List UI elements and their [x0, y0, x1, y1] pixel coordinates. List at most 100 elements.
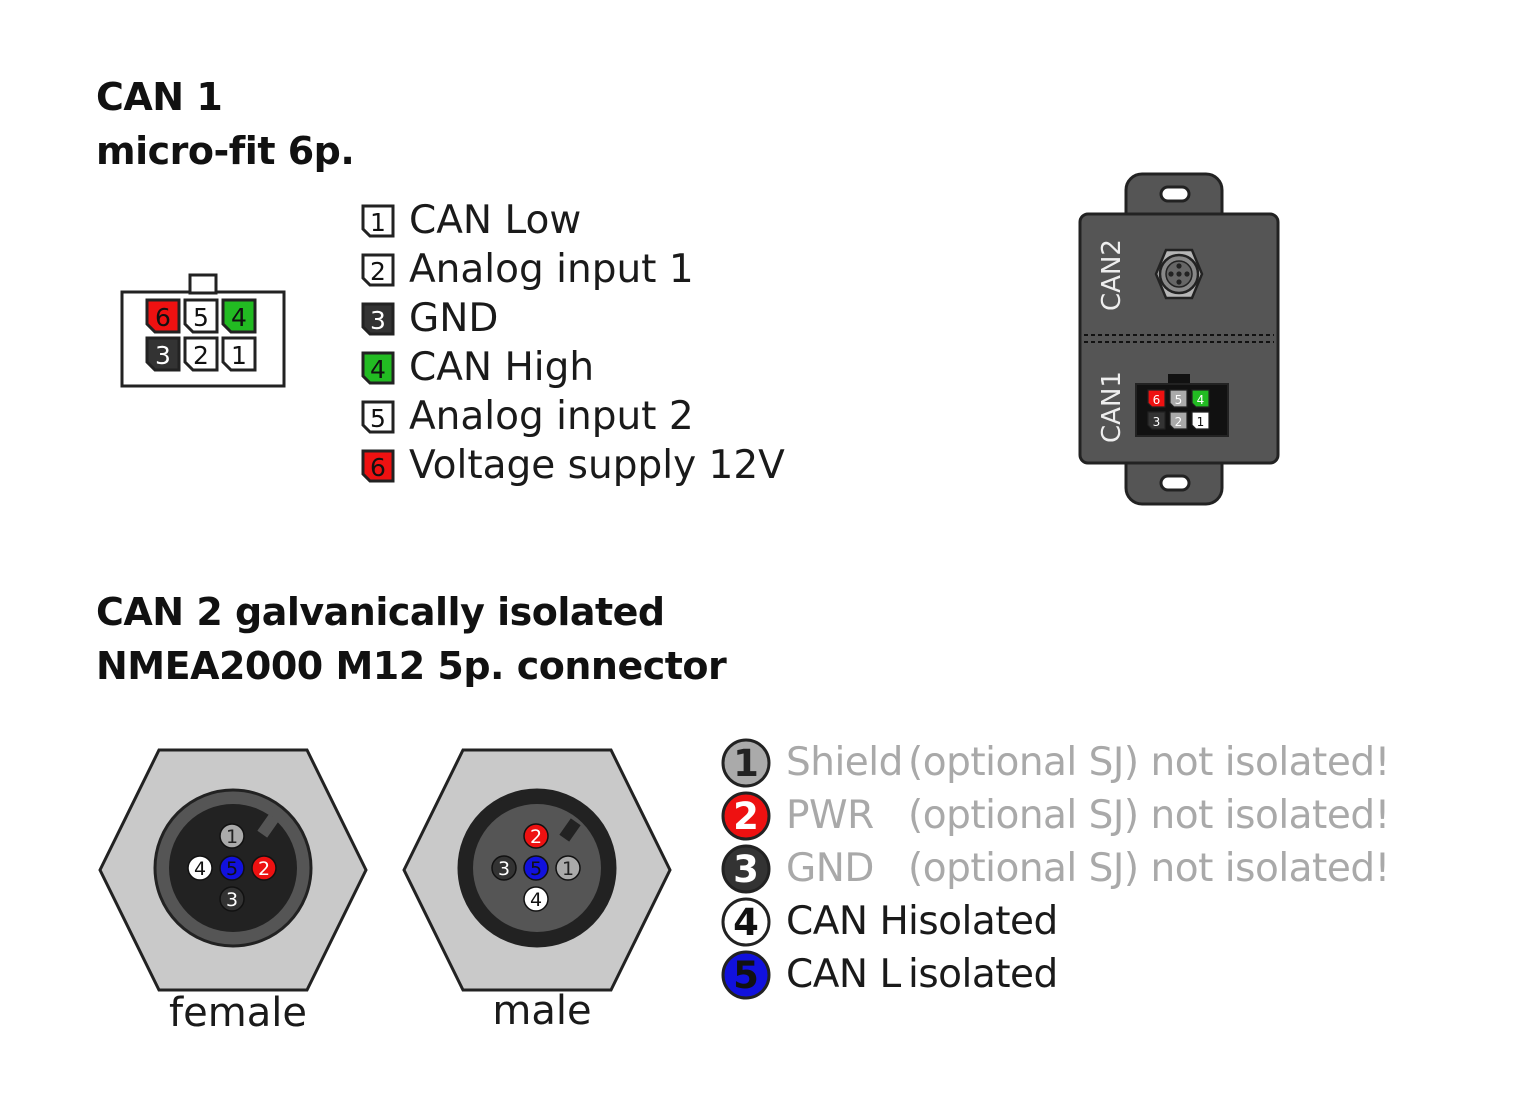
svg-text:6: 6: [1153, 393, 1161, 407]
m12-pin-2-note: (optional SJ) not isolated!: [908, 793, 1390, 838]
female-label: female: [169, 990, 307, 1036]
pin-2-swatch: 2: [361, 253, 395, 286]
male-pins-pin-4: 4: [523, 886, 549, 912]
svg-text:3: 3: [498, 858, 510, 880]
microfit-cell-2: 2: [183, 336, 219, 372]
svg-text:4: 4: [231, 303, 247, 332]
device-m12-pin: [1176, 279, 1182, 285]
m12-pin-2-swatch: 2: [721, 791, 771, 840]
svg-text:5: 5: [370, 404, 386, 433]
m12-pin-1-note: (optional SJ) not isolated!: [908, 740, 1390, 785]
can2-legend-row-3: 3 GND (optional SJ) not isolated!: [720, 842, 1420, 895]
m12-pin-3-name: GND: [786, 846, 874, 891]
svg-text:2: 2: [370, 257, 386, 286]
svg-text:4: 4: [530, 889, 542, 911]
pin-2-label: Analog input 1: [409, 247, 694, 292]
svg-text:3: 3: [155, 341, 171, 370]
svg-text:2: 2: [258, 858, 270, 880]
can1-title-line2: micro-fit 6p.: [96, 129, 355, 173]
device-pin-6: 6: [1147, 389, 1166, 408]
female-pins-pin-5: 5: [219, 855, 245, 881]
pin-6-label: Voltage supply 12V: [409, 443, 785, 488]
svg-text:4: 4: [1197, 393, 1205, 407]
mounting-hole-top: [1159, 185, 1191, 203]
svg-text:5: 5: [226, 858, 238, 880]
svg-text:2: 2: [733, 795, 759, 838]
male-pins-pin-3: 3: [491, 855, 517, 881]
m12-pin-3-swatch: 3: [721, 844, 771, 893]
svg-text:1: 1: [231, 341, 247, 370]
svg-text:5: 5: [530, 858, 542, 880]
pin-3-swatch: 3: [361, 302, 395, 335]
female-key: [257, 814, 279, 838]
can1-legend-row-4: 4 CAN High: [360, 343, 830, 392]
can1-legend-row-3: 3 GND: [360, 294, 830, 343]
svg-text:1: 1: [562, 858, 574, 880]
device-can2-label: CAN2: [1097, 239, 1127, 311]
can2-title: CAN 2 galvanically isolated NMEA2000 M12…: [96, 585, 727, 693]
can1-legend-row-2: 2 Analog input 1: [360, 245, 830, 294]
pin-4-label: CAN High: [409, 345, 595, 390]
svg-text:5: 5: [733, 954, 759, 997]
can2-legend-row-1: 1 Shield(optional SJ) not isolated!: [720, 736, 1420, 789]
male-pins-pin-5: 5: [523, 855, 549, 881]
device-pin-4: 4: [1191, 389, 1210, 408]
pin-3-label: GND: [409, 296, 499, 341]
svg-text:3: 3: [733, 848, 759, 891]
svg-text:2: 2: [193, 341, 209, 370]
pin-1-swatch: 1: [361, 204, 395, 237]
pin-5-swatch: 5: [361, 400, 395, 433]
pin-4-swatch: 4: [361, 351, 395, 384]
svg-text:6: 6: [370, 453, 386, 482]
device-can1-label: CAN1: [1097, 371, 1127, 443]
m12-pin-3-note: (optional SJ) not isolated!: [908, 846, 1390, 891]
device-pin-1: 1: [1191, 411, 1210, 430]
pin-5-label: Analog input 2: [409, 394, 694, 439]
female-pins-pin-4: 4: [187, 855, 213, 881]
male-key: [559, 818, 581, 842]
svg-text:5: 5: [1175, 393, 1183, 407]
device-m12-pin: [1176, 263, 1182, 269]
m12-pin-5-note: isolated: [908, 952, 1058, 997]
svg-text:1: 1: [733, 742, 759, 785]
device-m12-pin: [1176, 271, 1182, 277]
microfit-cell-5: 5: [183, 298, 219, 334]
svg-text:3: 3: [226, 889, 238, 911]
svg-text:4: 4: [733, 901, 759, 944]
device-pin-3: 3: [1147, 411, 1166, 430]
svg-text:1: 1: [226, 826, 238, 848]
can1-title-line1: CAN 1: [96, 75, 223, 119]
microfit-cell-4: 4: [221, 298, 257, 334]
female-pins-pin-1: 1: [219, 823, 245, 849]
svg-text:6: 6: [155, 303, 171, 332]
can1-title: CAN 1 micro-fit 6p.: [96, 70, 355, 178]
microfit-latch: [188, 273, 218, 295]
device-pin-2: 2: [1169, 411, 1188, 430]
male-pins-pin-2: 2: [523, 823, 549, 849]
mounting-hole-bottom: [1159, 474, 1191, 492]
m12-pin-1-name: Shield: [786, 740, 903, 785]
male-pins-pin-1: 1: [555, 855, 581, 881]
svg-text:2: 2: [1175, 415, 1183, 429]
microfit-cell-1: 1: [221, 336, 257, 372]
can1-legend-row-6: 6 Voltage supply 12V: [360, 441, 830, 490]
female-pins-pin-2: 2: [251, 855, 277, 881]
m12-pin-5-name: CAN L: [786, 952, 901, 997]
m12-pin-4-name: CAN H: [786, 899, 909, 944]
svg-text:1: 1: [370, 208, 386, 237]
svg-text:5: 5: [193, 303, 209, 332]
female-pins-pin-3: 3: [219, 886, 245, 912]
m12-pin-5-swatch: 5: [721, 950, 771, 999]
